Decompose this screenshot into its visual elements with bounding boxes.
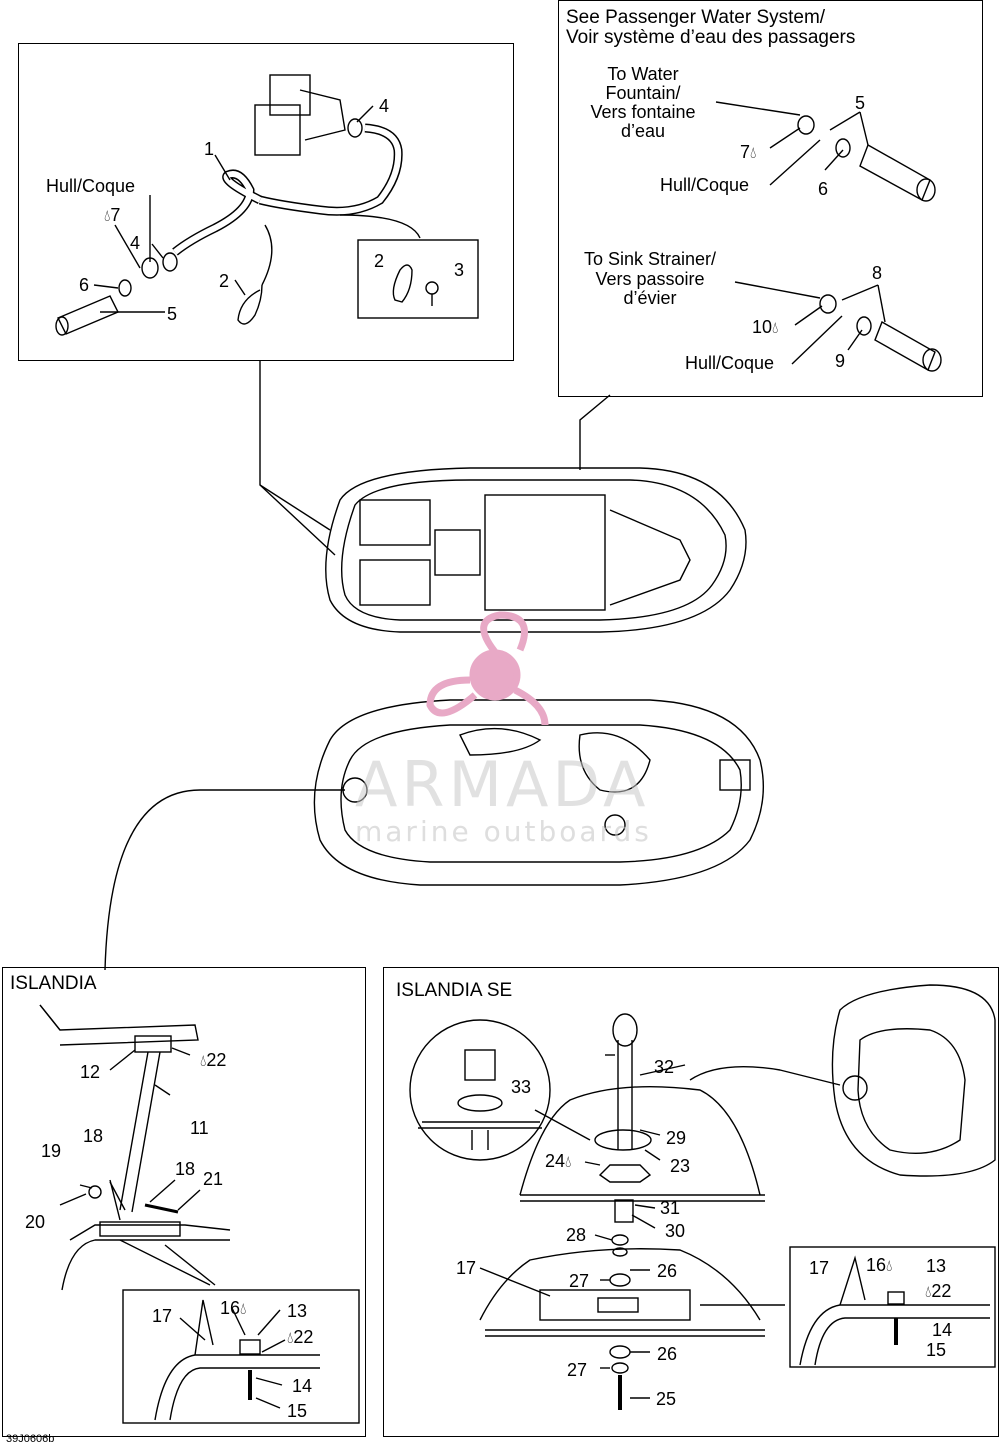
callout-7: 💧︎7 <box>104 205 121 225</box>
se-inset-callout-15: 15 <box>926 1340 947 1360</box>
callout-6: 6 <box>79 275 90 295</box>
callout-26-upper: 26 <box>657 1261 678 1281</box>
callout-18-left: 18 <box>83 1126 104 1146</box>
sealant-drop-icon: 💧︎ <box>925 1284 932 1301</box>
to-sink-line2: Vers passoire <box>595 269 705 289</box>
callout-12: 12 <box>80 1062 101 1082</box>
callout-26-lower: 26 <box>657 1344 678 1364</box>
callout-32: 32 <box>654 1057 675 1077</box>
se-inset-callout-13: 13 <box>926 1256 947 1276</box>
sealant-drop-icon: 💧︎ <box>772 320 779 337</box>
to-fountain-line3: Vers fontaine <box>590 102 696 122</box>
see-system-line2: Voir système d’eau des passagers <box>566 27 856 48</box>
callout-7-right: 7💧︎ <box>740 142 757 162</box>
callout-11: 11 <box>190 1118 209 1138</box>
inset-callout-22: 💧︎22 <box>287 1327 314 1347</box>
callout-27-upper: 27 <box>569 1271 590 1291</box>
sealant-drop-icon: 💧︎ <box>886 1258 893 1275</box>
callout-2-box: 2 <box>374 251 385 271</box>
se-inset-callout-14: 14 <box>932 1320 953 1340</box>
islandia-panel <box>2 967 366 1437</box>
callout-33: 33 <box>511 1077 532 1097</box>
callout-27-lower: 27 <box>567 1360 588 1380</box>
se-inset-callout-16: 16💧︎ <box>866 1255 893 1275</box>
callout-4-lower: 4 <box>130 233 141 253</box>
callout-9: 9 <box>835 351 846 371</box>
islandia-se-title: ISLANDIA SE <box>396 980 513 1001</box>
to-sink-line3: d’évier <box>623 288 677 308</box>
callout-4-upper: 4 <box>379 96 390 116</box>
sealant-drop-icon: 💧︎ <box>565 1154 572 1171</box>
callout-5-right: 5 <box>855 93 866 113</box>
islandia-se-panel <box>383 967 999 1437</box>
sealant-drop-icon: 💧︎ <box>200 1053 207 1070</box>
callout-2-strap: 2 <box>219 271 230 291</box>
se-inset-callout-17: 17 <box>809 1258 830 1278</box>
callout-6-right: 6 <box>818 179 829 199</box>
sealant-drop-icon: 💧︎ <box>287 1330 294 1347</box>
inset-callout-14: 14 <box>292 1376 313 1396</box>
sealant-drop-icon: 💧︎ <box>104 208 111 225</box>
callout-19: 19 <box>41 1141 62 1161</box>
hull-label-right-1: Hull/Coque <box>660 175 750 195</box>
callout-30: 30 <box>665 1221 686 1241</box>
callout-8: 8 <box>872 263 883 283</box>
to-fountain-line4: d’eau <box>620 121 666 141</box>
inset-callout-15: 15 <box>287 1401 308 1421</box>
hose-detail-panel <box>18 43 514 361</box>
drawing-code: 39J0606b <box>6 1433 55 1445</box>
callout-31: 31 <box>660 1198 681 1218</box>
callout-10: 10💧︎ <box>752 317 779 337</box>
callout-20: 20 <box>25 1212 46 1232</box>
sealant-drop-icon: 💧︎ <box>240 1301 247 1318</box>
callout-3: 3 <box>454 260 465 280</box>
watermark-tagline: marine outboards <box>355 815 652 848</box>
callout-24: 24💧︎ <box>545 1151 572 1171</box>
callout-29: 29 <box>666 1128 687 1148</box>
inset-callout-17: 17 <box>152 1306 173 1326</box>
callout-23: 23 <box>670 1156 691 1176</box>
callout-1: 1 <box>204 139 215 159</box>
hull-label-right-2: Hull/Coque <box>685 353 775 373</box>
to-fountain-line1: To Water <box>607 64 679 84</box>
watermark-brand: ARMADA <box>355 748 650 821</box>
inset-callout-16: 16💧︎ <box>220 1298 247 1318</box>
to-sink-line1: To Sink Strainer/ <box>583 249 717 269</box>
callout-17-se: 17 <box>456 1258 477 1278</box>
callout-5: 5 <box>167 304 178 324</box>
callout-18-right: 18 <box>175 1159 196 1179</box>
callout-22: 💧︎22 <box>200 1050 227 1070</box>
callout-21: 21 <box>203 1169 224 1189</box>
inset-callout-13: 13 <box>287 1301 308 1321</box>
islandia-title: ISLANDIA <box>10 973 97 994</box>
callout-28: 28 <box>566 1225 587 1245</box>
passenger-water-panel <box>558 0 983 397</box>
see-system-line1: See Passenger Water System/ <box>566 7 826 28</box>
callout-25: 25 <box>656 1389 677 1409</box>
se-inset-callout-22: 💧︎22 <box>925 1281 952 1301</box>
hull-label: Hull/Coque <box>46 176 136 196</box>
sealant-drop-icon: 💧︎ <box>750 145 757 162</box>
to-fountain-line2: Fountain/ <box>605 83 681 103</box>
